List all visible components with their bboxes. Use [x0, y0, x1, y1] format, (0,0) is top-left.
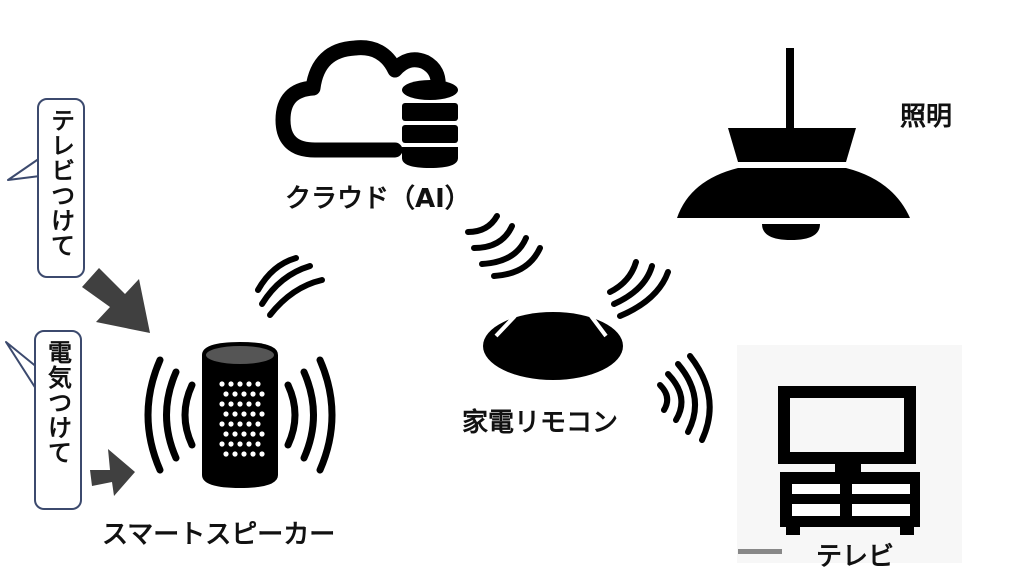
arrow-light-command-to-speaker: [90, 449, 135, 496]
signal-waves-cloud-remote: [465, 213, 543, 279]
smart-speaker-icon: [144, 342, 336, 488]
speaker-label: スマートスピーカー: [102, 520, 336, 550]
bubble-tail-light: [5, 341, 39, 393]
remote-label: 家電リモコン: [462, 408, 619, 438]
speech-bubble-tv-command: テレビつけて: [37, 98, 85, 278]
legend-line: [738, 549, 782, 554]
speech-bubble-light-text: 電気つけて: [43, 340, 72, 465]
lighting-label: 照明: [900, 102, 953, 132]
bubble-tail-tv: [7, 157, 41, 181]
pendant-lamp-icon: [677, 48, 910, 240]
arrow-tv-command-to-speaker: [82, 268, 150, 333]
ir-remote-hub-icon: [483, 310, 623, 380]
cloud-label: クラウド（AI）: [285, 184, 471, 214]
cloud-database-icon: [275, 40, 458, 168]
speech-bubble-light-command: 電気つけて: [34, 330, 82, 510]
signal-waves-remote-tv: [657, 353, 713, 443]
signal-waves-speaker-cloud: [255, 255, 325, 318]
signal-waves-remote-lamp: [607, 259, 671, 319]
speech-bubble-tv-text: テレビつけて: [46, 108, 75, 258]
tv-label: テレビ: [816, 542, 895, 572]
television-icon: [737, 345, 962, 563]
